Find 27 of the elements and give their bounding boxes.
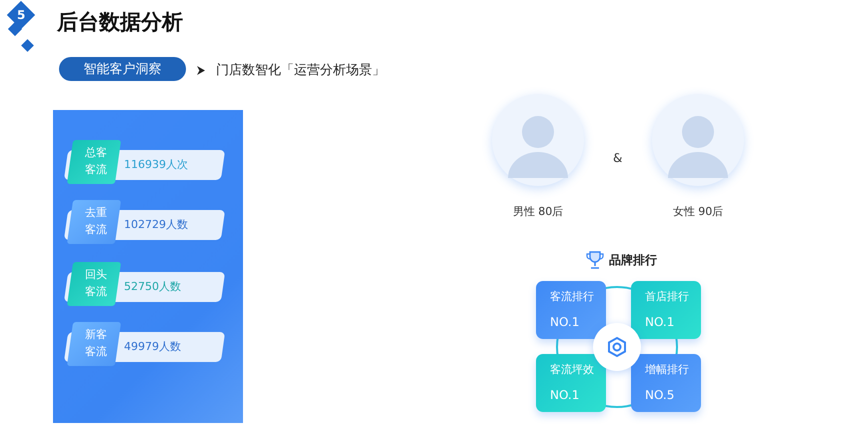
- category-pill: 智能客户洞察: [59, 57, 186, 81]
- stat-value-text: 52750人数: [124, 279, 181, 294]
- ranking-title: 首店排行: [645, 289, 689, 304]
- ranking-value: NO.1: [550, 388, 580, 402]
- stat-value-text: 49979人数: [124, 339, 181, 354]
- subtitle-text: 门店数智化「运营分析场景」: [216, 62, 385, 79]
- ranking-card: [536, 281, 606, 339]
- ranking-title: 客流坪效: [550, 362, 594, 377]
- ranking-title: 增幅排行: [645, 362, 689, 377]
- stat-category-text: 去重客流: [84, 205, 108, 238]
- stat-category-text: 总客客流: [84, 145, 108, 178]
- ranking-card: [631, 354, 701, 412]
- ranking-value: NO.1: [550, 315, 580, 329]
- page-title: 后台数据分析: [57, 9, 183, 36]
- stat-category-text: 新客客流: [84, 327, 108, 360]
- stat-value-text: 102729人数: [124, 217, 188, 232]
- ranking-title: 客流排行: [550, 289, 594, 304]
- ranking-card: [536, 354, 606, 412]
- stat-category-text: 回头客流: [84, 267, 108, 300]
- section-heading: 品牌排行: [609, 252, 657, 269]
- stat-value-text: 116939人次: [124, 157, 188, 172]
- avatar-caption: 男性 80后: [512, 204, 564, 219]
- ranking-card: [631, 281, 701, 339]
- ampersand-text: &: [613, 151, 622, 165]
- ranking-value: NO.1: [645, 315, 674, 329]
- ranking-value: NO.5: [645, 388, 674, 402]
- avatar-caption: 女性 90后: [672, 204, 724, 219]
